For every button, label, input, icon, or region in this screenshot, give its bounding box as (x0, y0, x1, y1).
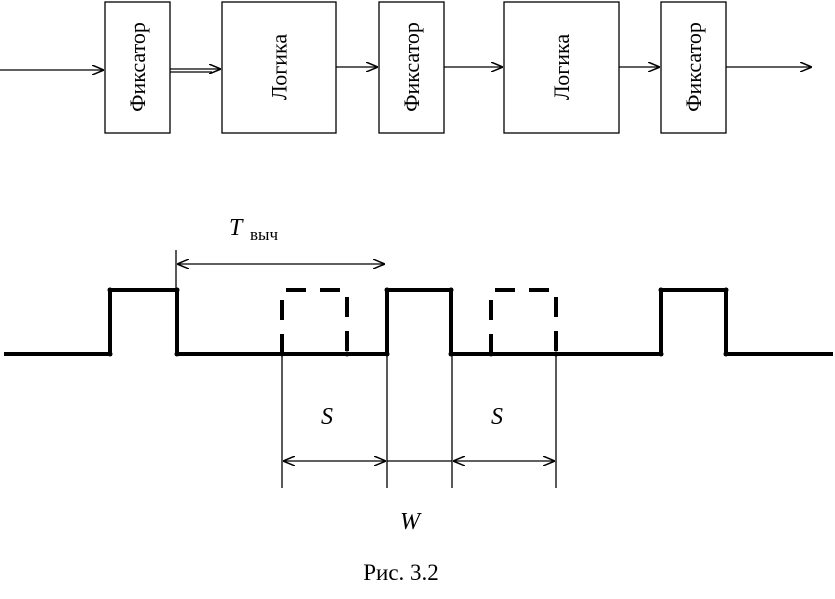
timing: T выч S S (4, 215, 833, 535)
latch-block-3-label: Фиксатор (681, 22, 706, 112)
clock-signal (4, 288, 833, 356)
logic-block-1: Логика (221, 1, 337, 134)
dashed-pulse-1 (280, 288, 349, 354)
latch-block-2: Фиксатор (378, 1, 445, 134)
logic-block-1-label: Логика (267, 34, 292, 101)
signal-nodes (107, 287, 729, 357)
logic-block-2-label: Логика (549, 34, 574, 101)
dashed-pulse-2 (489, 288, 558, 354)
pipeline: Фиксатор Логика Фиксатор Логика Фиксатор (0, 1, 811, 134)
t-label: T (229, 215, 244, 241)
latch-block-3: Фиксатор (660, 1, 727, 134)
w-label: W (400, 509, 422, 535)
figure-caption: Рис. 3.2 (363, 560, 439, 585)
t-subscript: выч (250, 225, 278, 244)
latch-block-1: Фиксатор (104, 1, 171, 134)
logic-block-2: Логика (503, 1, 620, 134)
s-label-1: S (321, 404, 333, 430)
s-label-2: S (491, 404, 503, 430)
latch-block-1-label: Фиксатор (125, 22, 150, 112)
latch-block-2-label: Фиксатор (399, 22, 424, 112)
